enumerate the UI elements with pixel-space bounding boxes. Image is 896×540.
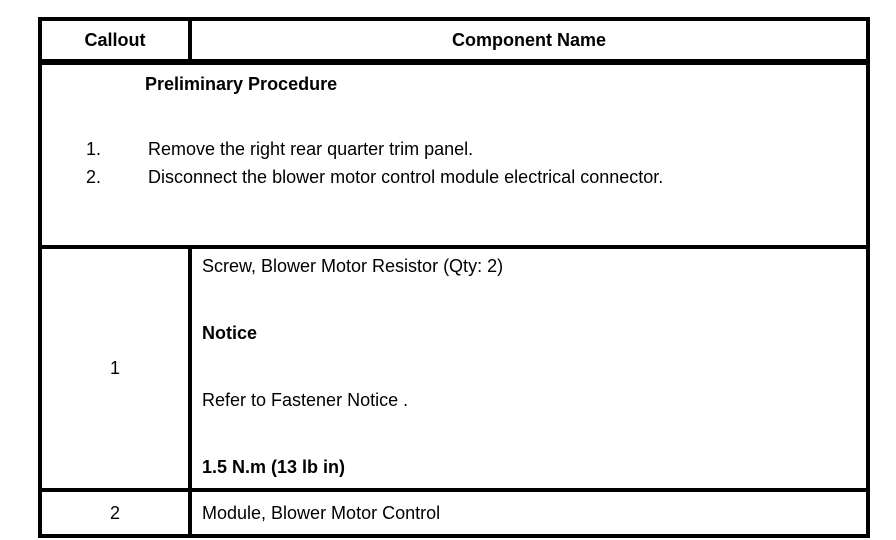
callout-number: 2 (42, 492, 192, 534)
torque-spec-text: 1.5 N.m (13 lb in) (202, 457, 346, 477)
table-header-row: Callout Component Name (42, 21, 866, 65)
header-callout: Callout (42, 21, 192, 59)
notice-label: Notice (202, 323, 258, 343)
step-text: Disconnect the blower motor control modu… (148, 167, 664, 187)
component-callout-table: Callout Component Name Preliminary Proce… (38, 17, 870, 538)
preliminary-step-1: 1. Remove the right rear quarter trim pa… (42, 135, 866, 163)
step-number: 1. (86, 139, 102, 159)
callout-number: 1 (42, 249, 192, 488)
preliminary-procedure-title: Preliminary Procedure (145, 74, 338, 94)
step-number: 2. (86, 167, 102, 187)
step-text: Remove the right rear quarter trim panel… (148, 139, 474, 159)
table-row: 1 Screw, Blower Motor Resistor (Qty: 2) … (42, 249, 866, 492)
preliminary-step-2: 2. Disconnect the blower motor control m… (42, 163, 866, 191)
table-row: 2 Module, Blower Motor Control (42, 492, 866, 534)
preliminary-steps-list: 1. Remove the right rear quarter trim pa… (42, 135, 866, 191)
component-name-text: Module, Blower Motor Control (202, 502, 441, 523)
preliminary-procedure-row: Preliminary Procedure 1. Remove the righ… (42, 74, 866, 249)
fastener-notice-text: Refer to Fastener Notice . (202, 390, 409, 410)
component-name-text: Screw, Blower Motor Resistor (Qty: 2) (202, 256, 504, 276)
header-component-name: Component Name (451, 29, 606, 50)
component-description-cell: Screw, Blower Motor Resistor (Qty: 2) No… (192, 249, 866, 488)
